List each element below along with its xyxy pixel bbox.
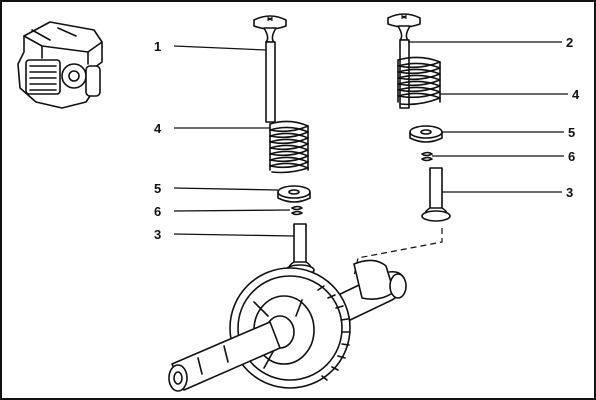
callout-3-right: 3	[566, 185, 573, 200]
callout-1: 1	[154, 39, 161, 54]
valve-1	[253, 15, 287, 123]
valve-collet-6-left	[291, 205, 303, 216]
camshaft-with-gear	[168, 259, 407, 392]
callout-5-right: 5	[568, 125, 575, 140]
valve-collet-6-right	[421, 151, 433, 162]
callout-labels: 1 4 5 6 3 2 4 5 6 3	[154, 35, 580, 242]
callout-6-left: 6	[154, 204, 161, 219]
valve-2	[387, 13, 421, 109]
spring-retainer-5-right	[409, 125, 443, 143]
spring-retainer-5-left	[277, 185, 311, 203]
callout-6-right: 6	[568, 149, 575, 164]
callout-4-left: 4	[154, 121, 162, 136]
callout-5-left: 5	[154, 181, 161, 196]
tappet-3-right	[421, 167, 451, 222]
spring-4-left	[269, 120, 309, 174]
leader-lines	[173, 41, 568, 237]
engine-thumbnail	[17, 21, 103, 109]
spring-4-right	[397, 56, 441, 106]
callout-4-right: 4	[572, 87, 580, 102]
callout-3-left: 3	[154, 227, 161, 242]
callout-2: 2	[566, 35, 573, 50]
